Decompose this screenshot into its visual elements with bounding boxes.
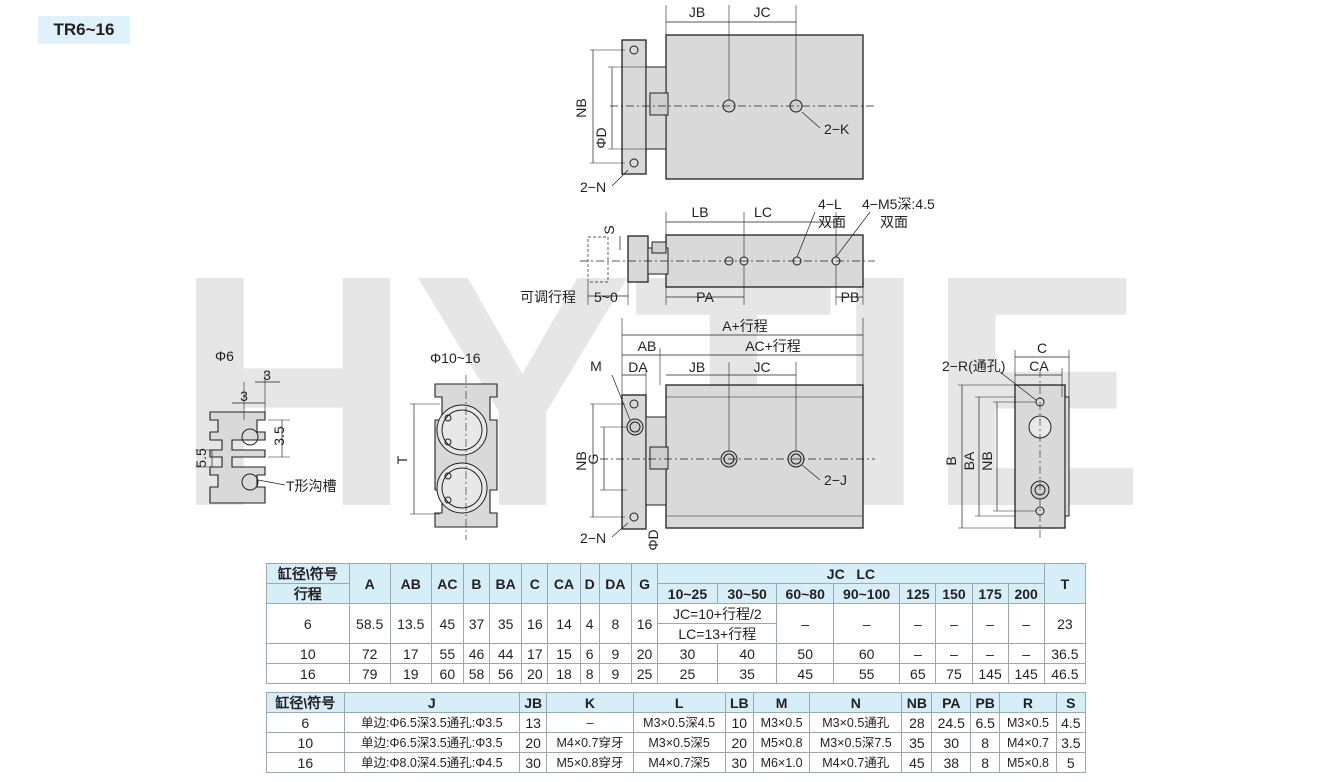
label-lb: LB <box>691 204 708 220</box>
label-jb: JB <box>689 4 705 20</box>
label-ab: AB <box>638 338 657 354</box>
table-row: 10 72 17 55 46 44 17 15 6 9 20 30 40 50 … <box>266 643 1087 664</box>
label-t: T <box>394 455 410 464</box>
label-b: B <box>943 456 959 465</box>
label-2k: 2−K <box>824 121 850 137</box>
label-phi10-16: Φ10~16 <box>430 350 481 366</box>
label-c: C <box>1037 340 1047 356</box>
label-4m5-sides: 双面 <box>880 214 908 230</box>
label-dim-3-5: 3.5 <box>271 426 287 446</box>
jc-lc-header: JC LC <box>657 563 1045 584</box>
label-nb-front: NB <box>573 451 589 470</box>
table-row: 16 单边:Φ8.0深4.5通孔:Φ4.5 30 M5×0.8穿牙 M4×0.7… <box>266 752 1087 773</box>
label-dim-5-5: 5.5 <box>193 448 209 468</box>
label-phi6: Φ6 <box>215 348 234 364</box>
table-row: 16 79 19 60 58 56 20 18 8 9 25 25 35 45 … <box>266 663 1087 684</box>
dimension-table-2: 缸径\符号 J JB K L LB M N NB PA PB R S 6 单边:… <box>266 692 1087 773</box>
label-4l-sides: 双面 <box>818 214 846 230</box>
label-adjust-range: 5~0 <box>594 289 618 305</box>
corner-label: 缸径\符号 <box>266 563 350 584</box>
label-dim-3a: 3 <box>263 367 271 383</box>
dimension-table-1: 缸径\符号 A AB AC B BA C CA D DA G JC LC T 行… <box>266 563 1087 684</box>
label-m: M <box>590 358 602 374</box>
label-2n-front: 2−N <box>580 530 606 546</box>
table-row: 10 单边:Φ6.5深3.5通孔:Φ3.5 20 M4×0.7穿牙 M3×0.5… <box>266 732 1087 753</box>
label-lc: LC <box>754 204 772 220</box>
label-jc-front: JC <box>753 359 770 375</box>
label-s: S <box>601 225 617 234</box>
label-2j: 2−J <box>824 472 847 488</box>
table-row: 6 单边:Φ6.5深3.5通孔:Φ3.5 13 – M3×0.5深4.5 10 … <box>266 712 1087 733</box>
label-dim-3b: 3 <box>240 388 248 404</box>
technical-drawing: HYTIE <box>174 4 1146 560</box>
label-pa: PA <box>696 289 714 305</box>
label-g: G <box>585 454 601 465</box>
label-nb-end: NB <box>979 451 995 470</box>
label-phi-d: ΦD <box>593 127 609 148</box>
label-jb-front: JB <box>689 359 705 375</box>
label-2n: 2−N <box>580 179 606 195</box>
label-ba: BA <box>961 451 977 470</box>
label-ac-stroke: AC+行程 <box>745 338 801 354</box>
label-a-stroke: A+行程 <box>722 318 768 334</box>
label-2r: 2−R(通孔) <box>942 358 1005 374</box>
label-4l: 4−L <box>818 196 842 212</box>
label-da: DA <box>628 359 648 375</box>
label-ca: CA <box>1029 358 1049 374</box>
label-t-slot: T形沟槽 <box>286 478 337 494</box>
model-tag: TR6~16 <box>38 16 130 44</box>
label-nb: NB <box>573 98 589 117</box>
label-adjustable-stroke: 可调行程 <box>520 289 576 305</box>
label-jc: JC <box>753 4 770 20</box>
label-pb: PB <box>841 289 860 305</box>
label-phi-d-front: ΦD <box>645 529 661 550</box>
label-4m5: 4−M5深:4.5 <box>862 196 935 212</box>
table-row: 6 58.5 13.5 45 37 35 16 14 4 8 16 JC=10+… <box>266 603 1087 644</box>
